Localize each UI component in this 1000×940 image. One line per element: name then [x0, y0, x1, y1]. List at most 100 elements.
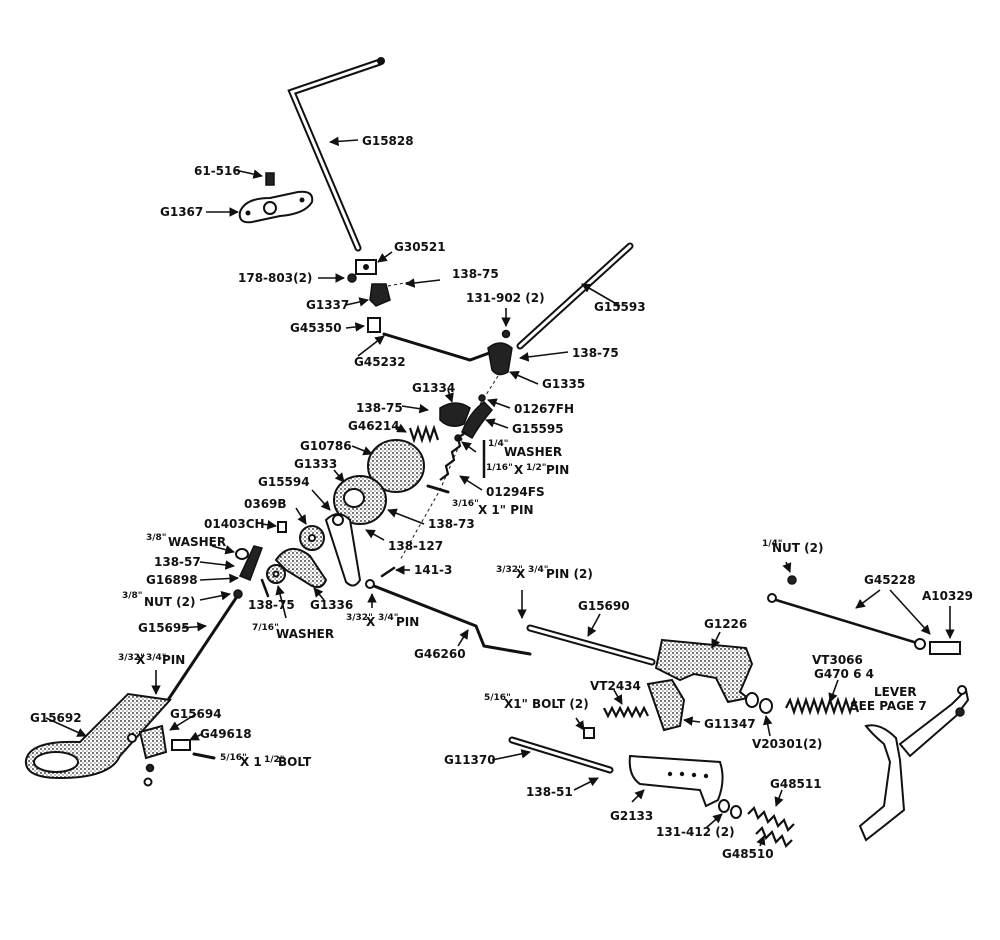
screw-01267fh — [478, 394, 486, 402]
rod-g46260 — [365, 579, 532, 656]
bracket-g11347 — [646, 678, 686, 732]
leader-v20301 — [762, 715, 773, 737]
leader-g1336 — [313, 587, 325, 601]
label-pin-3-16: X 1" PIN — [478, 503, 534, 517]
label-g2133: G2133 — [610, 809, 653, 823]
pedal-g15692 — [24, 692, 172, 780]
leader-g48510 — [756, 835, 766, 847]
leader-g1335 — [509, 370, 539, 385]
label-bolt-5-16-b: BOLT — [278, 755, 312, 769]
pulley-g1333 — [333, 475, 387, 525]
nut-left-b — [143, 777, 153, 787]
nut-131-902 — [501, 329, 511, 339]
bolt-01403ch — [277, 521, 287, 533]
label-g1335: G1335 — [542, 377, 585, 391]
label-pin-3-32-lb: PIN — [396, 615, 419, 629]
label-138-73: 138-73 — [428, 517, 475, 531]
leader-g15695 — [181, 621, 207, 632]
rod-g15593 — [516, 242, 634, 350]
leader-g15692 — [45, 717, 87, 737]
leader-g1226 — [711, 631, 721, 649]
frac-3-4-a: 3/4" — [146, 653, 167, 663]
frac-3-4-b: 3/4" — [378, 613, 399, 623]
bracket-g15595 — [461, 401, 494, 440]
rod-g45232 — [382, 332, 494, 362]
label-g1333: G1333 — [294, 457, 337, 471]
leader-nut-3-8 — [199, 590, 231, 601]
arm-g1335 — [487, 342, 513, 376]
label-131-902: 131-902 (2) — [466, 291, 545, 305]
bracket-g16898 — [238, 545, 263, 581]
frac-7-16: 7/16" — [252, 623, 279, 633]
leader-g45228-a — [855, 589, 881, 609]
label-01294fs: 01294FS — [486, 485, 545, 499]
clevis-g2133 — [628, 754, 724, 808]
rod-g15690 — [526, 624, 656, 666]
spring-vt3066 — [785, 696, 860, 716]
nut-left-a — [145, 763, 155, 773]
leader-g15594 — [311, 489, 331, 511]
label-pin-3-32-2: X — [516, 567, 526, 581]
frac-1-2-b: 1/2" — [264, 755, 285, 765]
label-pin-3-32-2b: PIN (2) — [546, 567, 593, 581]
label-g15695: G15695 — [138, 621, 190, 635]
leader-g45350 — [345, 322, 365, 332]
label-g15690: G15690 — [578, 599, 630, 613]
label-bolt-5-16: X 1 — [240, 755, 262, 769]
label-61-516: 61-516 — [194, 164, 241, 178]
leader-vt3066 — [828, 679, 839, 703]
label-g1334: G1334 — [412, 381, 455, 395]
label-0369b: 0369B — [244, 497, 287, 511]
rod-g11370 — [508, 736, 614, 774]
label-141-3: 141-3 — [414, 563, 452, 577]
label-g49618: G49618 — [200, 727, 252, 741]
label-washer-7-16: WASHER — [276, 627, 334, 641]
leader-138-75-a — [405, 278, 441, 288]
label-washer-1-4: WASHER — [504, 445, 562, 459]
label-138-127: 138-127 — [388, 539, 443, 553]
label-g15594: G15594 — [258, 475, 310, 489]
leader-g1333 — [333, 469, 345, 483]
label-nut-1-4: NUT (2) — [772, 541, 823, 555]
leader-61-516 — [234, 169, 263, 179]
label-g15828: G15828 — [362, 134, 414, 148]
leader-g16898 — [199, 573, 239, 584]
leader-0369b — [295, 507, 307, 525]
leader-g1337 — [345, 297, 369, 307]
label-g15694: G15694 — [170, 707, 222, 721]
leader-138-51 — [573, 777, 599, 791]
leader-g15828 — [329, 136, 359, 147]
nut-131-412-a — [718, 799, 730, 813]
spring-g46214 — [408, 424, 440, 444]
leader-g48511 — [774, 789, 784, 807]
rod-g45228 — [767, 593, 926, 650]
frac-3-32-a: 3/32" — [118, 653, 145, 663]
label-pin-1-16-b: PIN — [546, 463, 569, 477]
label-01403ch: 01403CH — [204, 517, 265, 531]
leader-01294fs — [459, 475, 483, 491]
leader-nut-1-4 — [782, 561, 792, 573]
label-nut-3-8: NUT (2) — [144, 595, 195, 609]
cam-g1334 — [439, 402, 471, 427]
label-pin-1-16: X — [514, 463, 524, 477]
frac-3-8-b: 3/8" — [122, 591, 143, 601]
disc-g10786 — [367, 439, 425, 493]
leader-138-127 — [365, 529, 385, 541]
leader-131-412 — [705, 813, 723, 829]
leader-138-75-c — [401, 403, 429, 414]
leader-01267fh — [487, 398, 511, 409]
leader-g30521 — [377, 251, 393, 263]
pivot-g45350 — [367, 317, 381, 333]
block-g30521 — [355, 259, 377, 275]
leader-g49618 — [189, 731, 203, 741]
label-g10786: G10786 — [300, 439, 352, 453]
arm-g15594 — [324, 513, 362, 587]
washer-left — [127, 733, 137, 743]
frac-1-4-a: 1/4" — [488, 439, 509, 449]
label-g48510: G48510 — [722, 847, 774, 861]
label-138-75-b: 138-75 — [572, 346, 619, 360]
label-g47064: G470 6 4 — [814, 667, 874, 681]
leader-g1334 — [444, 389, 454, 403]
plate-g1367 — [238, 190, 314, 224]
